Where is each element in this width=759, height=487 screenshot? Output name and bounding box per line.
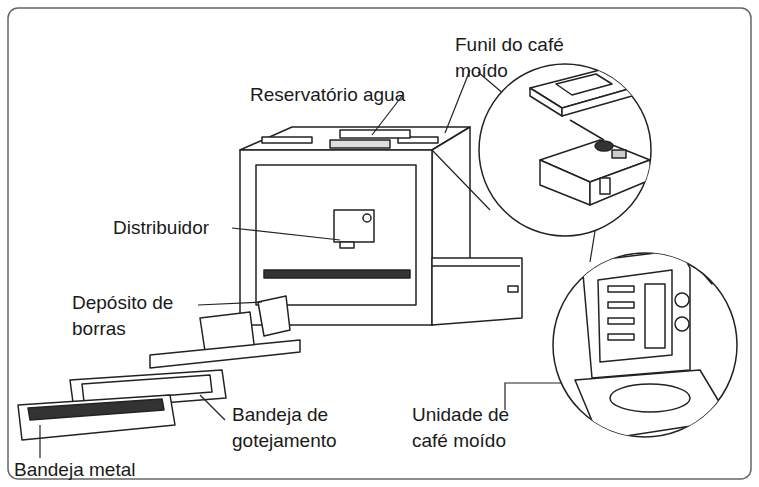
zoom-circle-bottom <box>553 250 737 440</box>
unit-rib <box>608 286 634 292</box>
machine-body <box>18 127 522 440</box>
zoom-circle <box>479 64 651 236</box>
frame-border <box>8 8 751 479</box>
funnel-front <box>540 160 590 205</box>
leader-line <box>198 302 262 305</box>
unit-rib <box>608 318 634 324</box>
funnel-lid-window <box>556 74 612 95</box>
leader-line <box>232 228 340 240</box>
unit-door-inner <box>598 270 672 362</box>
leader-line <box>39 425 40 458</box>
metal-tray <box>18 395 175 440</box>
unit-opening <box>610 384 690 412</box>
top-slot <box>262 137 312 143</box>
part-label: Distribuidor <box>113 215 253 241</box>
part-label: Unidade de café moído <box>412 402 537 454</box>
machine-front <box>240 150 432 325</box>
funnel-grid <box>612 150 626 158</box>
drawer-latch <box>508 286 518 292</box>
funnel-guide <box>570 120 604 140</box>
unit-rib <box>608 334 634 340</box>
part-label: Bandeja metal <box>14 457 174 483</box>
top-grille <box>330 140 390 148</box>
leader-line <box>200 395 225 420</box>
unit-screw <box>675 317 689 331</box>
drawer-edge <box>432 265 520 267</box>
unit-rib <box>608 302 634 308</box>
part-label: Funil do café moído <box>455 32 567 84</box>
tray-rail <box>150 340 300 368</box>
part-label: Bandeja de gotejamento <box>232 402 392 454</box>
machine-opening <box>256 165 416 305</box>
distributor-knob <box>363 214 371 222</box>
part-label: Depósito de borras <box>72 290 197 342</box>
inner-grate <box>264 270 410 278</box>
push-motion <box>724 282 730 304</box>
part-label: Reservatório agua <box>250 82 450 108</box>
machine-top <box>240 127 470 150</box>
grounds-bin-back <box>258 296 290 336</box>
funnel-latch <box>600 178 610 194</box>
metal-tray-grate <box>28 399 164 420</box>
unit-base <box>575 370 730 440</box>
unit-door <box>582 250 690 378</box>
funnel-side <box>590 160 650 205</box>
push-arrow <box>700 258 730 284</box>
unit-panel <box>645 284 665 348</box>
side-drawer <box>432 258 522 325</box>
zoom-circle-top <box>479 64 651 236</box>
unit-screw <box>675 293 689 307</box>
distributor-spout <box>340 242 354 248</box>
distributor-block <box>334 210 374 242</box>
funnel-opening <box>595 141 613 151</box>
funnel-lid-edge <box>530 88 562 116</box>
